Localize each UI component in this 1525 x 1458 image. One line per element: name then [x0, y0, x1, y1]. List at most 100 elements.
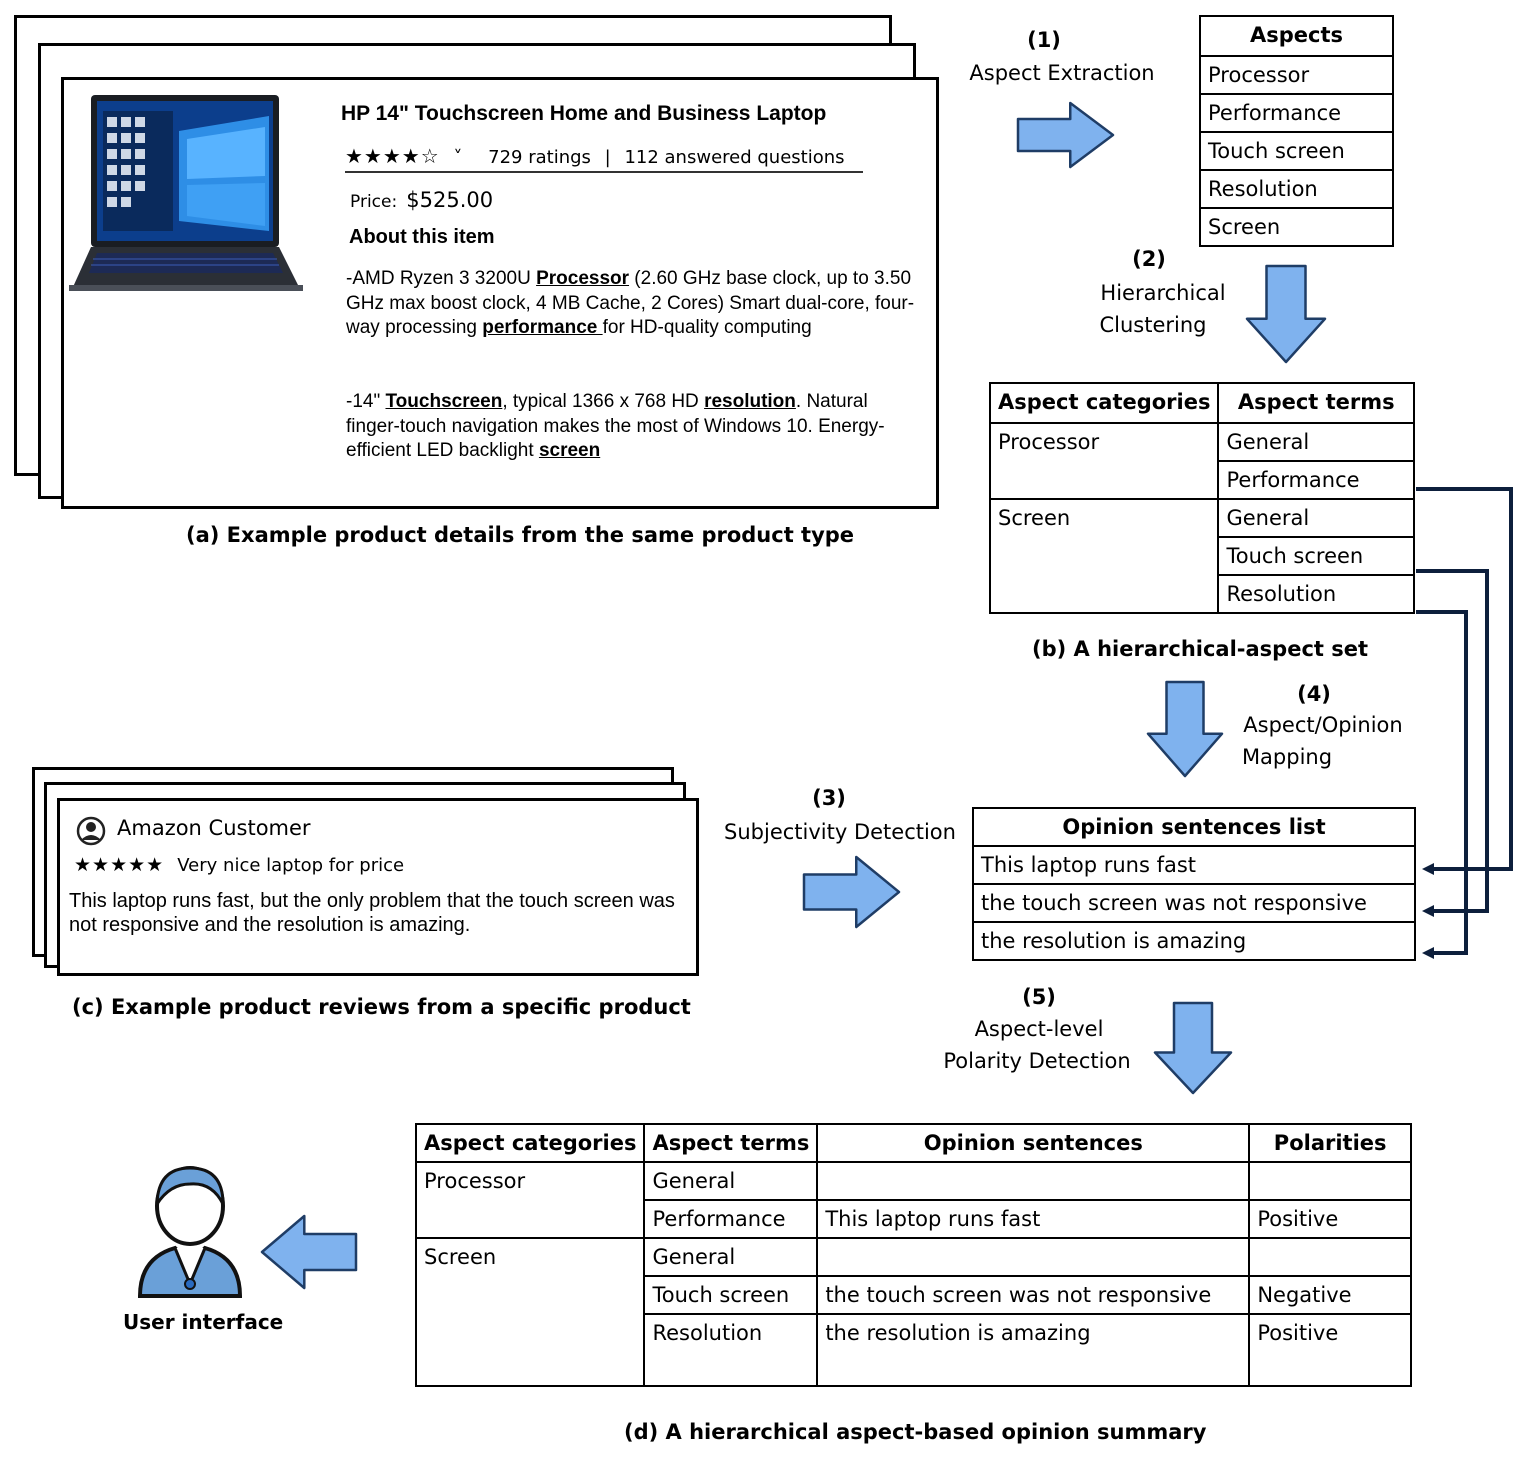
connector-head: [1422, 905, 1434, 917]
summary-term[interactable]: Touch screen: [643, 1275, 819, 1315]
aspects-table: Aspects Processor Performance Touch scre…: [1199, 15, 1394, 247]
feature-text: -AMD Ryzen 3 3200U: [346, 268, 537, 289]
caption-b: (b) A hierarchical-aspect set: [1032, 637, 1369, 661]
caption-a: (a) Example product details from the sam…: [186, 523, 855, 547]
caption-d: (d) A hierarchical aspect-based opinion …: [624, 1420, 1207, 1444]
aspect-item[interactable]: Touch screen: [1199, 131, 1394, 171]
term-cell[interactable]: Performance: [1217, 460, 1415, 500]
chevron-down-icon[interactable]: ˅: [453, 147, 463, 168]
aspect-item[interactable]: Performance: [1199, 93, 1394, 133]
summary-col-categories: Aspect categories: [414, 1123, 646, 1163]
aspect-item[interactable]: Processor: [1199, 55, 1394, 95]
step2-label-line2: Clustering: [1099, 313, 1207, 337]
connector-head: [1422, 947, 1434, 959]
summary-term[interactable]: General: [643, 1161, 819, 1201]
user-interface-arrow-left-icon: [260, 1214, 358, 1290]
col-aspect-terms: Aspect terms: [1217, 382, 1415, 424]
summary-category-screen[interactable]: Screen: [414, 1237, 646, 1387]
summary-sentence: the resolution is amazing: [816, 1313, 1251, 1387]
step1-label: Aspect Extraction: [969, 61, 1155, 85]
step1-arrow-right-icon: [1016, 101, 1115, 169]
feature-text: for HD-quality computing: [602, 317, 812, 338]
feature-text: (2.60 GHz base clock, up to 3.50 GHz max…: [346, 268, 915, 338]
summary-col-polarities: Polarities: [1248, 1123, 1412, 1163]
summary-polarity: Negative: [1248, 1275, 1412, 1315]
step2-number: (2): [1132, 247, 1166, 271]
opinion-sentence[interactable]: the touch screen was not responsive: [972, 883, 1416, 923]
user-interface-label: User interface: [123, 1310, 284, 1334]
connector-performance: [1416, 487, 1513, 871]
category-screen[interactable]: Screen: [988, 498, 1220, 614]
connector-head: [1422, 863, 1434, 875]
product-card: HP 14" Touchscreen Home and Business Lap…: [61, 77, 939, 509]
feature-text: , typical 1366 x 768 HD: [502, 391, 705, 412]
opinion-summary-table: Aspect categories Aspect terms Opinion s…: [414, 1123, 1412, 1387]
highlighted-aspect-term: Processor: [536, 268, 630, 289]
review-card: Amazon Customer ★★★★★ Very nice laptop f…: [57, 798, 699, 976]
review-headline[interactable]: Very nice laptop for price: [177, 855, 405, 876]
price-value: $525.00: [406, 188, 494, 212]
hierarchical-aspect-table: Aspect categories Aspect terms Processor…: [988, 382, 1415, 614]
step3-number: (3): [812, 786, 846, 810]
feature-paragraph-2: -14" Touchscreen, typical 1366 x 768 HD …: [346, 390, 918, 464]
step5-number: (5): [1022, 985, 1056, 1009]
rating-stars[interactable]: ★★★★☆: [345, 144, 440, 168]
term-cell[interactable]: General: [1217, 422, 1415, 462]
step4-arrow-down-icon: [1146, 680, 1224, 778]
term-cell[interactable]: Touch screen: [1217, 536, 1415, 576]
user-avatar-icon: [132, 1160, 250, 1298]
connector-touch-screen: [1416, 569, 1489, 913]
summary-sentence: [816, 1161, 1251, 1201]
opinion-sentence[interactable]: This laptop runs fast: [972, 845, 1416, 885]
highlighted-aspect-term: Touchscreen: [385, 391, 503, 412]
summary-term[interactable]: Resolution: [643, 1313, 819, 1387]
aspects-header: Aspects: [1199, 15, 1394, 57]
summary-category-processor[interactable]: Processor: [414, 1161, 646, 1239]
user-circle-icon: [76, 816, 106, 846]
feature-text: -14": [346, 391, 386, 412]
col-aspect-categories: Aspect categories: [988, 382, 1220, 424]
summary-col-terms: Aspect terms: [643, 1123, 819, 1163]
flow-arrows: [260, 101, 1327, 1290]
aspect-item[interactable]: Resolution: [1199, 169, 1394, 209]
price-row: Price: $525.00: [350, 188, 493, 212]
step4-number: (4): [1297, 682, 1331, 706]
category-processor[interactable]: Processor: [988, 422, 1220, 500]
summary-term[interactable]: General: [643, 1237, 819, 1277]
term-cell[interactable]: Resolution: [1217, 574, 1415, 614]
term-cell[interactable]: General: [1217, 498, 1415, 538]
ratings-count[interactable]: 729 ratings: [488, 147, 591, 168]
review-rating-row: ★★★★★ Very nice laptop for price: [74, 854, 404, 876]
feature-paragraph-1: -AMD Ryzen 3 3200U Processor (2.60 GHz b…: [346, 267, 918, 341]
highlighted-aspect-term: performance: [482, 317, 603, 338]
step4-label-line1: Aspect/Opinion: [1243, 713, 1403, 737]
product-title[interactable]: HP 14" Touchscreen Home and Business Lap…: [341, 102, 827, 125]
step3-label: Subjectivity Detection: [724, 820, 956, 844]
highlighted-aspect-term: screen: [538, 440, 601, 461]
step5-label-line2: Polarity Detection: [943, 1049, 1131, 1073]
ratings-row: ★★★★☆ ˅ 729 ratings | 112 answered quest…: [345, 144, 863, 173]
connector-lines: [1416, 487, 1513, 959]
step2-label-line1: Hierarchical: [1100, 281, 1226, 305]
aspect-item[interactable]: Screen: [1199, 207, 1394, 247]
summary-sentence: [816, 1237, 1251, 1277]
about-heading: About this item: [349, 226, 495, 248]
summary-polarity: Positive: [1248, 1313, 1412, 1387]
step5-label-line1: Aspect-level: [974, 1017, 1104, 1041]
feature-text: . Natural finger-touch navigation makes …: [346, 391, 885, 461]
opinion-sentence[interactable]: the resolution is amazing: [972, 921, 1416, 961]
highlighted-aspect-term: resolution: [704, 391, 796, 412]
summary-polarity: Positive: [1248, 1199, 1412, 1239]
reviewer-name[interactable]: Amazon Customer: [117, 816, 311, 840]
step5-arrow-down-icon: [1153, 1001, 1233, 1095]
step1-number: (1): [1027, 28, 1061, 52]
summary-polarity: [1248, 1161, 1412, 1201]
separator: |: [604, 147, 611, 168]
caption-c: (c) Example product reviews from a speci…: [72, 995, 691, 1019]
answered-questions[interactable]: 112 answered questions: [624, 147, 845, 168]
review-body: This laptop runs fast, but the only prob…: [69, 890, 675, 936]
summary-sentence: the touch screen was not responsive: [816, 1275, 1251, 1315]
summary-term[interactable]: Performance: [643, 1199, 819, 1239]
step4-label-line2: Mapping: [1241, 745, 1333, 769]
